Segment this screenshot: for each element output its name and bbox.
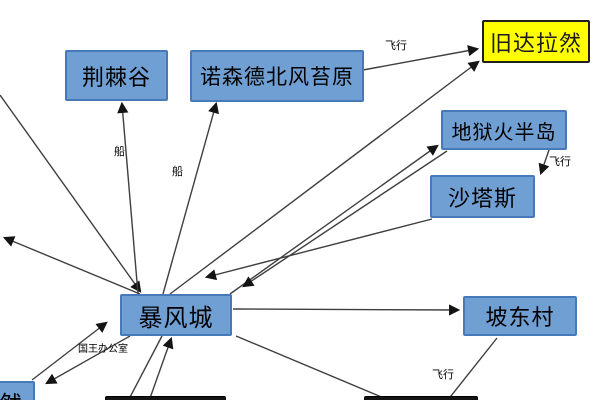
node-jingjigu[interactable]: 荆棘谷 bbox=[65, 50, 168, 101]
node-podongcun[interactable]: 坡东村 bbox=[463, 296, 577, 336]
node-baofengcheng[interactable]: 暴风城 bbox=[120, 294, 232, 336]
edge-nuosende-to-jiudalaran bbox=[362, 45, 480, 71]
edge-diyuhuo-bandao-to-baofengcheng bbox=[242, 150, 448, 288]
node-cutoff-node-2[interactable] bbox=[364, 396, 478, 400]
edge-offscreen-topleft-to-baofengcheng bbox=[0, 94, 142, 293]
node-shatasi[interactable]: 沙塔斯 bbox=[430, 175, 535, 218]
edge-baofengcheng-to-podongcun bbox=[232, 304, 461, 316]
edge-ran-partial-to-baofengcheng bbox=[31, 321, 108, 381]
edge-baofengcheng-to-diyuhuo-bandao bbox=[229, 144, 439, 295]
edge-baofengcheng-to-nuosende bbox=[162, 101, 219, 295]
edge-shatasi-to-baofengcheng bbox=[204, 218, 433, 281]
edge-label-diyuhuo-bandao-to-shatasi: 飞行 bbox=[549, 156, 571, 168]
edge-baofengcheng-to-jiudalaran bbox=[169, 60, 480, 295]
edge-offscreen-bottom-to-baofengcheng bbox=[148, 336, 174, 400]
edge-baofengcheng-to-offscreen-bottom bbox=[127, 335, 163, 400]
edge-baofengcheng-to-offscreen-northwest bbox=[2, 236, 141, 295]
edge-label-podongcun-to-offscreen-bottom: 飞行 bbox=[432, 369, 454, 381]
edge-label-nuosende-to-jiudalaran: 飞行 bbox=[385, 40, 407, 52]
edge-diyuhuo-bandao-to-shatasi bbox=[538, 149, 550, 176]
edge-label-baofengcheng-to-nuosende: 船 bbox=[172, 166, 183, 178]
edge-label-ran-partial-to-baofengcheng: 国王办公室 bbox=[78, 344, 128, 355]
node-ran-partial[interactable]: 然 bbox=[0, 381, 35, 400]
edge-baofengcheng-to-ran-partial bbox=[45, 335, 131, 385]
edge-label-baofengcheng-to-jingjigu: 船 bbox=[114, 146, 125, 158]
node-nuosende[interactable]: 诺森德北风苔原 bbox=[190, 50, 364, 102]
edge-baofengcheng-to-offscreen-bottomright bbox=[235, 335, 391, 400]
node-cutoff-node-1[interactable] bbox=[105, 396, 226, 400]
node-diyuhuo-bandao[interactable]: 地狱火半岛 bbox=[441, 110, 567, 150]
edge-podongcun-to-offscreen-bottom bbox=[446, 337, 498, 400]
node-jiudalaran[interactable]: 旧达拉然 bbox=[482, 20, 590, 63]
edge-baofengcheng-to-jingjigu bbox=[117, 101, 139, 295]
